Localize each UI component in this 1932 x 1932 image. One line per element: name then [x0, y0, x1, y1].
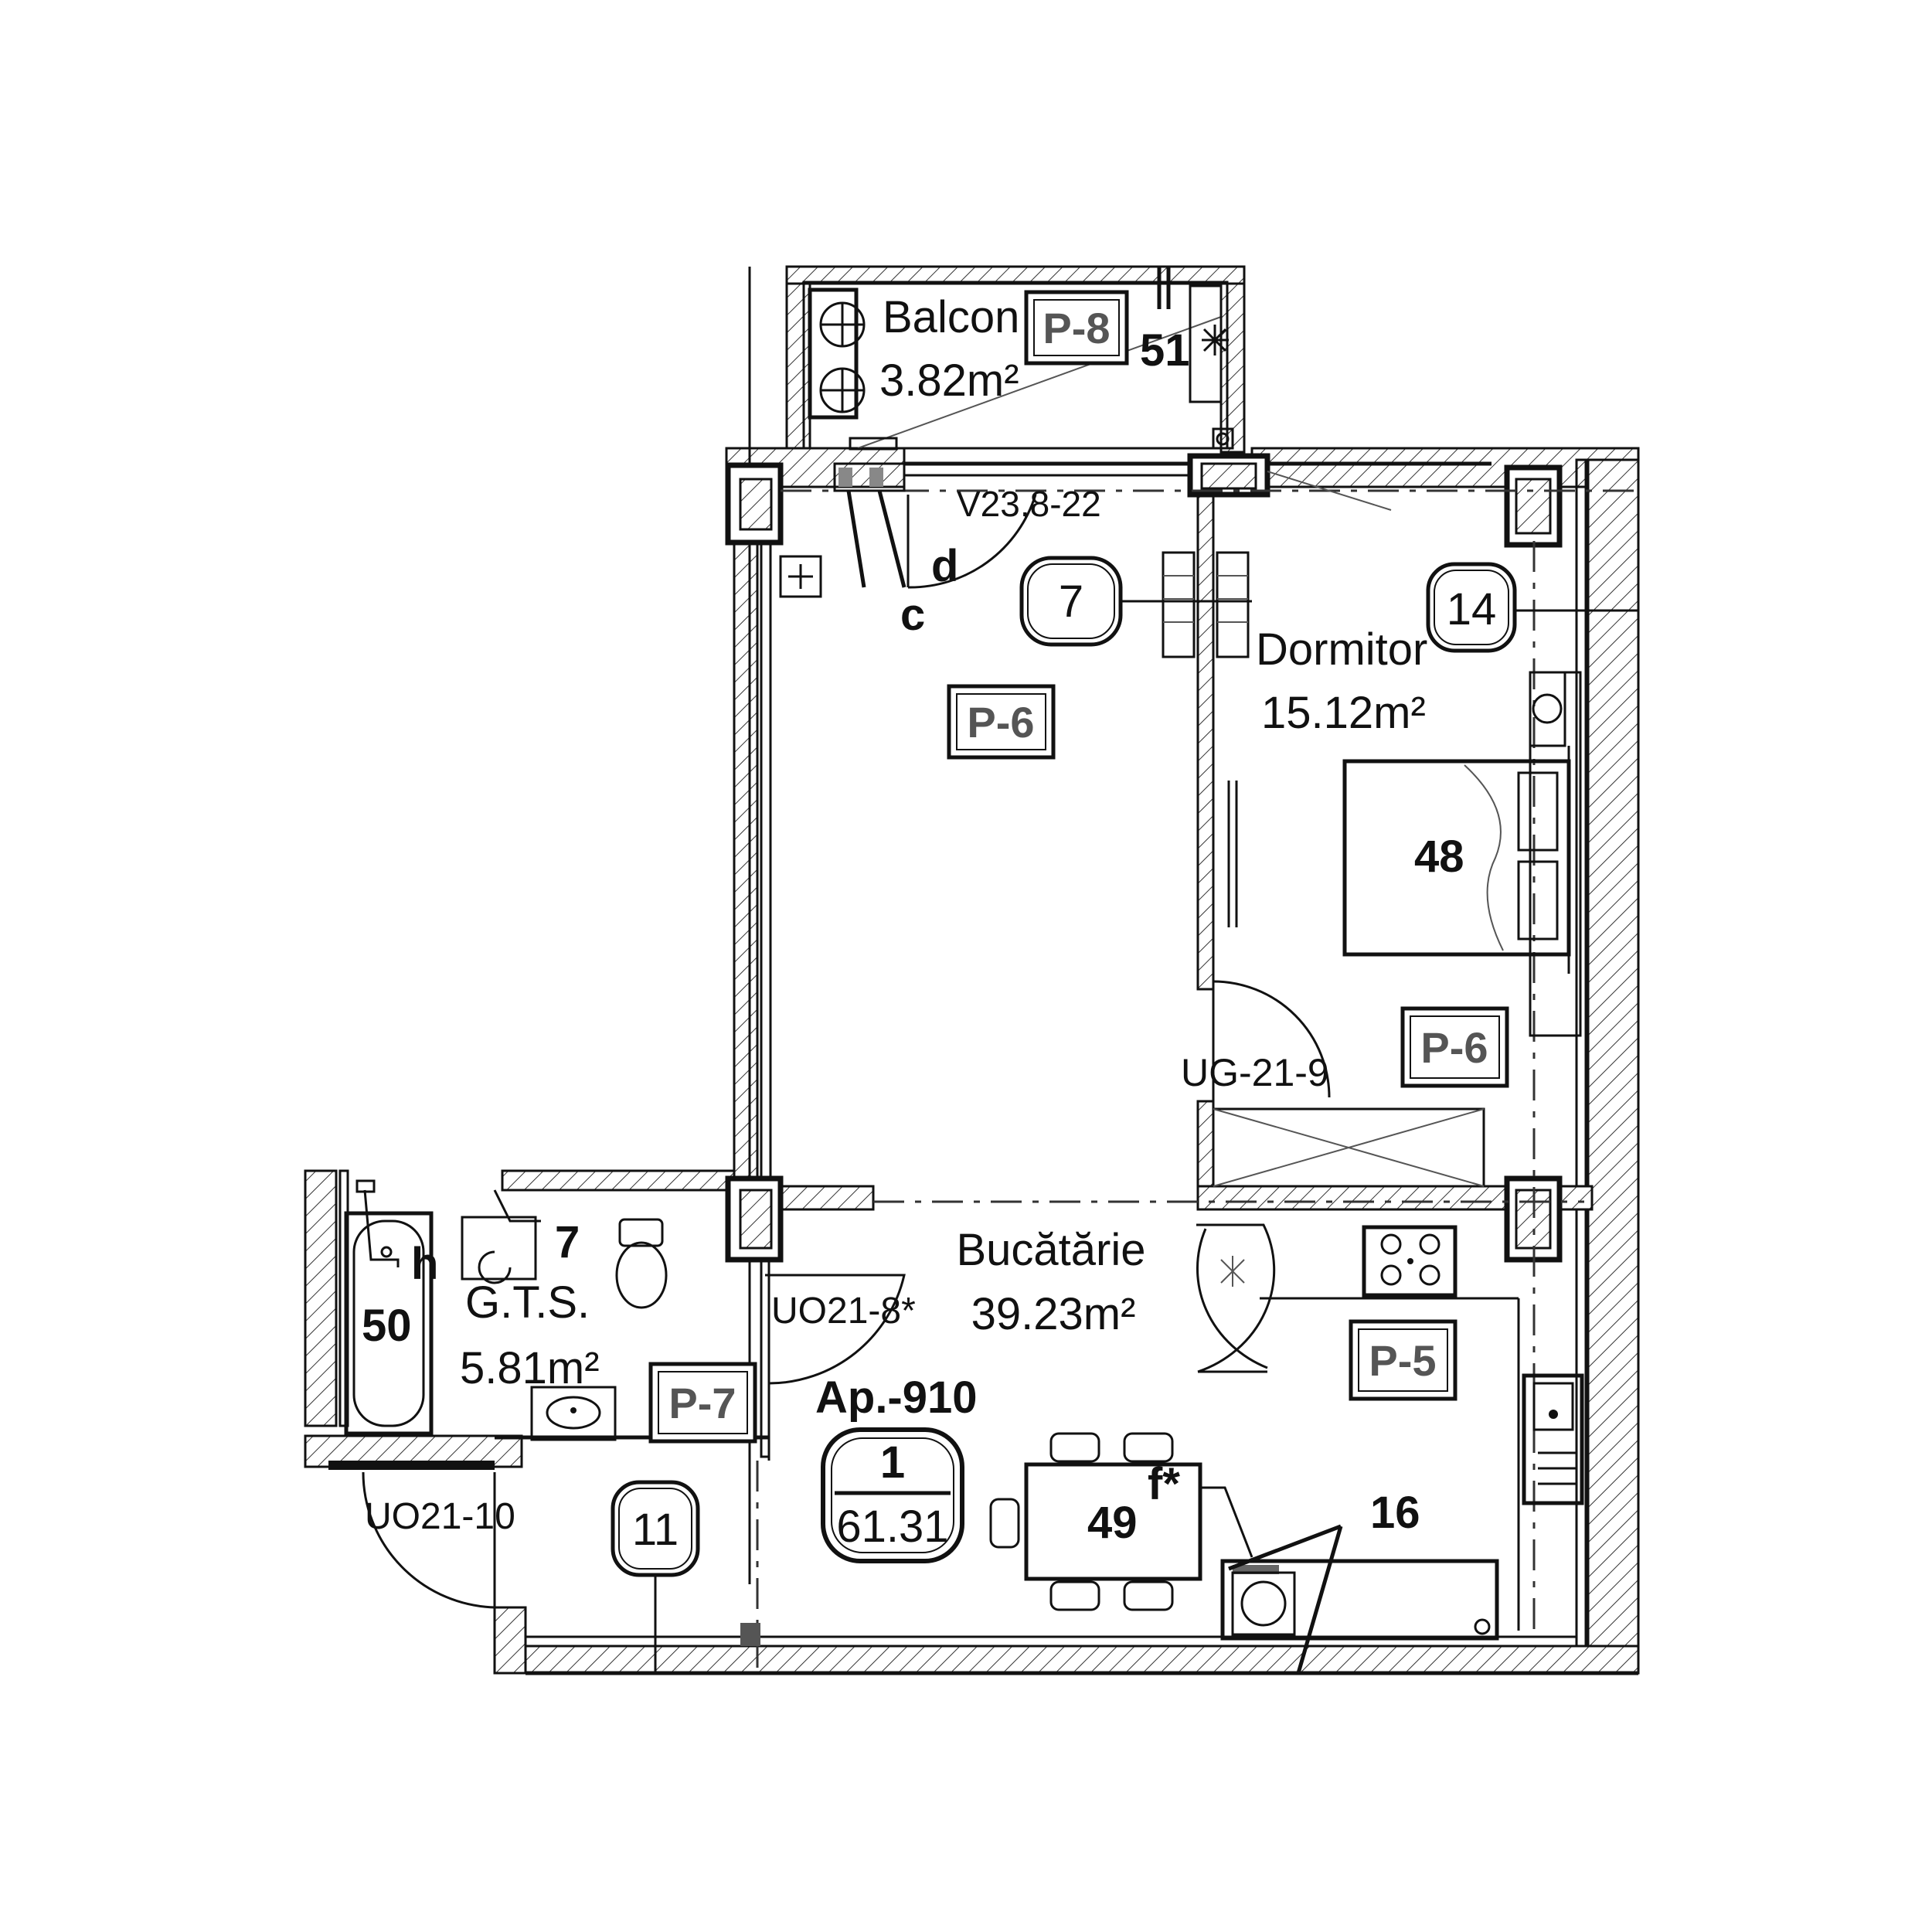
entry-door: [328, 1461, 496, 1609]
svg-text:7: 7: [1059, 577, 1083, 627]
kitchen-item: 16: [1370, 1488, 1420, 1538]
washer: [1202, 1486, 1499, 1674]
dining-table: [989, 1432, 1202, 1611]
hallway-tag: P-6: [947, 684, 1056, 760]
bucatarie-name: Bucătărie: [956, 1225, 1145, 1275]
columns: [725, 453, 1563, 1263]
bath-door-label: UO21-8*: [771, 1291, 916, 1332]
dormitor-circle: 14: [1426, 562, 1517, 653]
bucatarie-tag: P-5: [1349, 1319, 1458, 1401]
svg-text:1: 1: [880, 1437, 905, 1488]
svg-text:14: 14: [1447, 584, 1497, 634]
gts-name: G.T.S.: [465, 1277, 590, 1328]
hallway-circle: 7: [1019, 556, 1123, 647]
sink-icon: [1522, 1373, 1584, 1505]
dormitor-tag: P-6: [1400, 1006, 1509, 1088]
apartment-label: Ap.-910: [815, 1372, 978, 1423]
svg-text:P-6: P-6: [1420, 1023, 1488, 1072]
gts-h: h: [411, 1239, 438, 1289]
toilet-icon: [615, 1218, 668, 1309]
bedroom-door: [1212, 781, 1331, 1101]
kitchen-door: [1196, 1223, 1276, 1373]
bath-door: [765, 1274, 906, 1385]
bathtub: [344, 1179, 434, 1436]
marker-c: c: [900, 590, 925, 640]
table-item: 49: [1087, 1498, 1138, 1548]
dormitor-area: 15.12m²: [1261, 688, 1426, 738]
outer-walls: [304, 265, 1640, 1675]
apartment-badge: 1 61.31: [821, 1427, 964, 1563]
washing-basin: [461, 1189, 541, 1284]
svg-text:P-6: P-6: [967, 698, 1034, 747]
svg-text:P-5: P-5: [1369, 1336, 1436, 1385]
entry-circle: 11: [611, 1480, 700, 1577]
bedroom-door-label: UG-21-9: [1181, 1051, 1329, 1094]
svg-text:P-8: P-8: [1043, 304, 1110, 352]
marker-f: f*: [1148, 1459, 1180, 1509]
gts-item-7: 7: [555, 1217, 580, 1267]
radiator: [1162, 551, 1250, 658]
balcony-door-label: V23,8-22: [957, 484, 1101, 524]
bedroom-shelf: [1212, 1107, 1485, 1188]
svg-text:11: 11: [632, 1505, 679, 1555]
bucatarie-area: 39.23m²: [971, 1289, 1136, 1339]
entry-door-label: UO21-10: [365, 1496, 515, 1537]
dormitor-item: 48: [1414, 832, 1464, 882]
dormitor-name: Dormitor: [1256, 624, 1427, 675]
balcon-area: 3.82m²: [879, 355, 1019, 406]
stove-icon: [1362, 1225, 1458, 1298]
sink-basin: [530, 1386, 617, 1441]
gts-area: 5.81m²: [460, 1343, 600, 1393]
balcon-item: 51: [1140, 325, 1190, 376]
marker-d: d: [931, 541, 958, 591]
svg-text:P-7: P-7: [668, 1379, 736, 1427]
balcony: [808, 267, 1234, 451]
balcony-door: [833, 447, 1484, 589]
snowflake-icon: [1202, 325, 1229, 355]
balcon-name: Balcon: [883, 292, 1019, 342]
wardrobe: [1529, 671, 1582, 1037]
gts-item-tub: 50: [362, 1301, 412, 1351]
svg-text:61.31: 61.31: [836, 1502, 948, 1552]
gts-tag: P-7: [648, 1362, 757, 1444]
balcon-tag: P-8: [1024, 290, 1129, 366]
